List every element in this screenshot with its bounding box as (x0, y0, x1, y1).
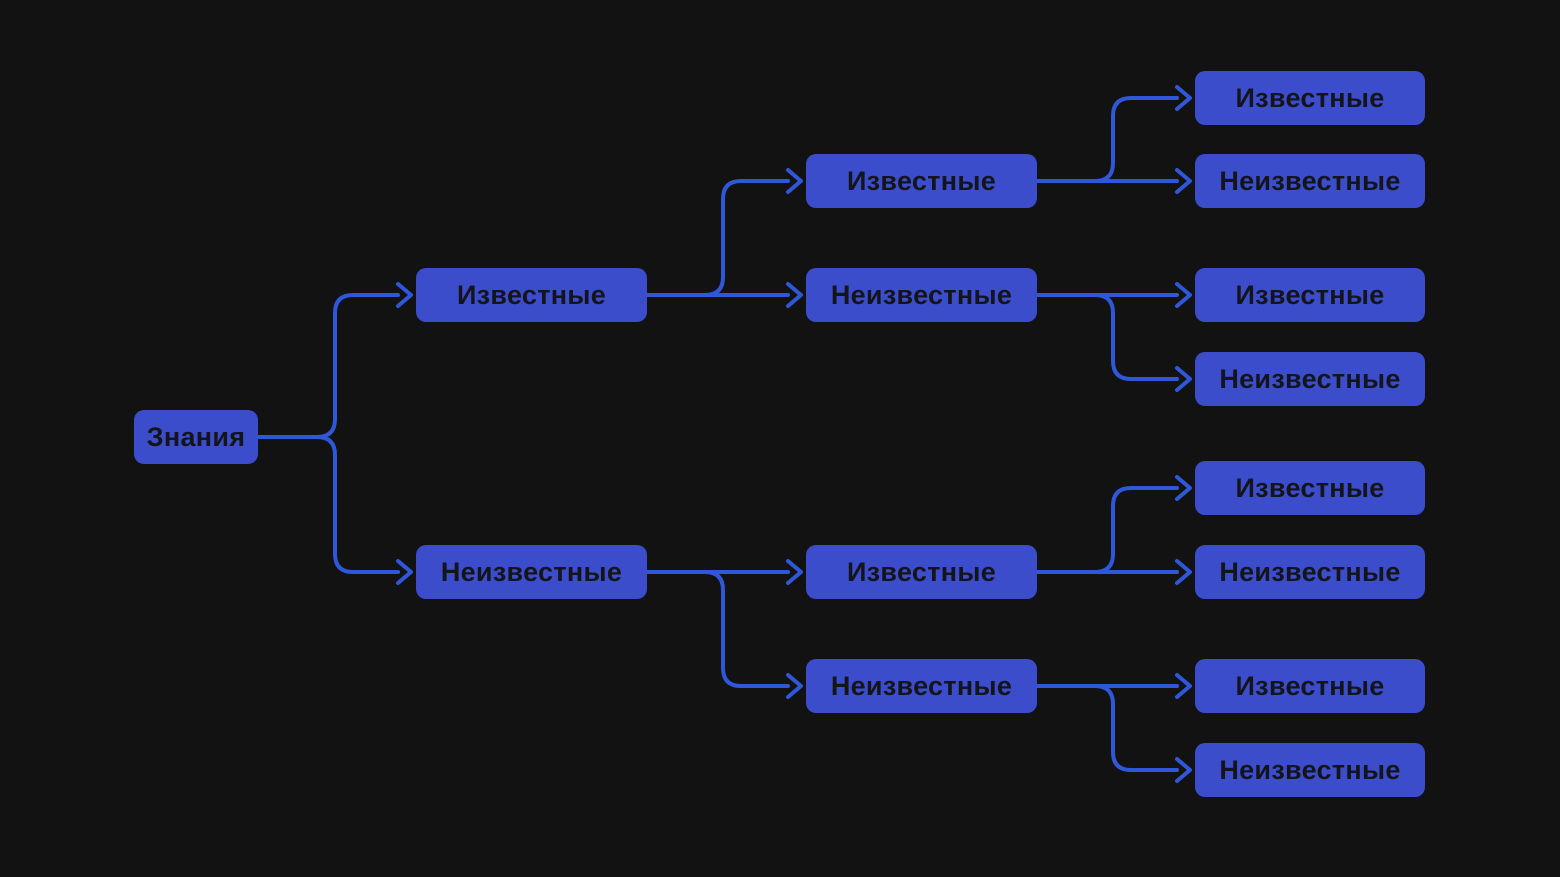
edge-l3-uk-to-l4-unknown (1035, 559, 1192, 585)
node-l3-unknown-known-label: Известные (846, 557, 997, 587)
arrowhead-icon (1175, 168, 1192, 194)
edge-line (645, 570, 790, 688)
arrowhead-icon (1175, 85, 1192, 111)
edge-l2-unknown-to-l3-known (645, 559, 803, 585)
node-l3-unknown-known[interactable]: Известные (806, 545, 1037, 599)
arrowhead-icon (396, 559, 413, 585)
node-l4-kk-unknown-label: Неизвестные (1219, 166, 1401, 196)
edge-line (1035, 293, 1179, 381)
arrowhead-icon (786, 282, 803, 308)
edge-root-to-l2-unknown (256, 435, 413, 585)
arrowhead-icon (786, 559, 803, 585)
node-l2-unknown[interactable]: Неизвестные (416, 545, 647, 599)
arrowhead-icon (786, 168, 803, 194)
node-l4-uu-unknown-label: Неизвестные (1219, 755, 1401, 785)
node-l3-known-unknown-label: Неизвестные (830, 280, 1013, 310)
edge-l3-ku-to-l4-known (1035, 282, 1192, 308)
node-l3-unknown-unknown-label: Неизвестные (830, 671, 1013, 701)
edge-l3-uk-to-l4-known (1035, 475, 1192, 574)
arrowhead-icon (1175, 282, 1192, 308)
node-l4-kk-known[interactable]: Известные (1195, 71, 1425, 125)
arrowhead-icon (1175, 673, 1192, 699)
edge-l2-known-to-l3-unknown (645, 282, 803, 308)
node-l4-kk-known-label: Известные (1235, 83, 1385, 113)
node-l2-unknown-label: Неизвестные (440, 557, 623, 587)
edge-l3-uu-to-l4-known (1035, 673, 1192, 699)
node-l4-uk-unknown[interactable]: Неизвестные (1195, 545, 1425, 599)
edge-line (1035, 684, 1179, 772)
arrowhead-icon (1175, 757, 1192, 783)
node-root-label: Знания (146, 422, 246, 452)
node-l4-uu-known[interactable]: Известные (1195, 659, 1425, 713)
edge-line (645, 179, 790, 297)
arrowhead-icon (786, 673, 803, 699)
node-l2-known[interactable]: Известные (416, 268, 647, 322)
arrowhead-icon (1175, 366, 1192, 392)
edge-line (1035, 486, 1179, 574)
node-l4-kk-unknown[interactable]: Неизвестные (1195, 154, 1425, 208)
arrowhead-icon (396, 282, 413, 308)
node-l4-uk-known-label: Известные (1235, 473, 1385, 503)
node-l3-unknown-unknown[interactable]: Неизвестные (806, 659, 1037, 713)
edge-line (256, 293, 400, 439)
node-l4-ku-known-label: Известные (1235, 280, 1385, 310)
arrowhead-icon (1175, 475, 1192, 501)
edge-line (256, 435, 400, 574)
node-l4-uu-known-label: Известные (1235, 671, 1385, 701)
arrowhead-icon (1175, 559, 1192, 585)
edge-l3-kk-to-l4-unknown (1035, 168, 1192, 194)
edge-l3-uu-to-l4-unknown (1035, 684, 1192, 783)
edge-l3-kk-to-l4-known (1035, 85, 1192, 183)
edge-l2-known-to-l3-known (645, 168, 803, 297)
edge-line (1035, 96, 1179, 183)
node-l4-uu-unknown[interactable]: Неизвестные (1195, 743, 1425, 797)
node-l4-uk-known[interactable]: Известные (1195, 461, 1425, 515)
node-l3-known-known-label: Известные (846, 166, 997, 196)
node-l3-known-known[interactable]: Известные (806, 154, 1037, 208)
node-l3-known-unknown[interactable]: Неизвестные (806, 268, 1037, 322)
node-l4-ku-known[interactable]: Известные (1195, 268, 1425, 322)
edge-l3-ku-to-l4-unknown (1035, 293, 1192, 392)
node-l2-known-label: Известные (456, 280, 607, 310)
edge-l2-unknown-to-l3-unknown (645, 570, 803, 699)
node-l4-ku-unknown-label: Неизвестные (1219, 364, 1401, 394)
node-l4-uk-unknown-label: Неизвестные (1219, 557, 1401, 587)
node-root[interactable]: Знания (134, 410, 258, 464)
edge-root-to-l2-known (256, 282, 413, 439)
node-l4-ku-unknown[interactable]: Неизвестные (1195, 352, 1425, 406)
